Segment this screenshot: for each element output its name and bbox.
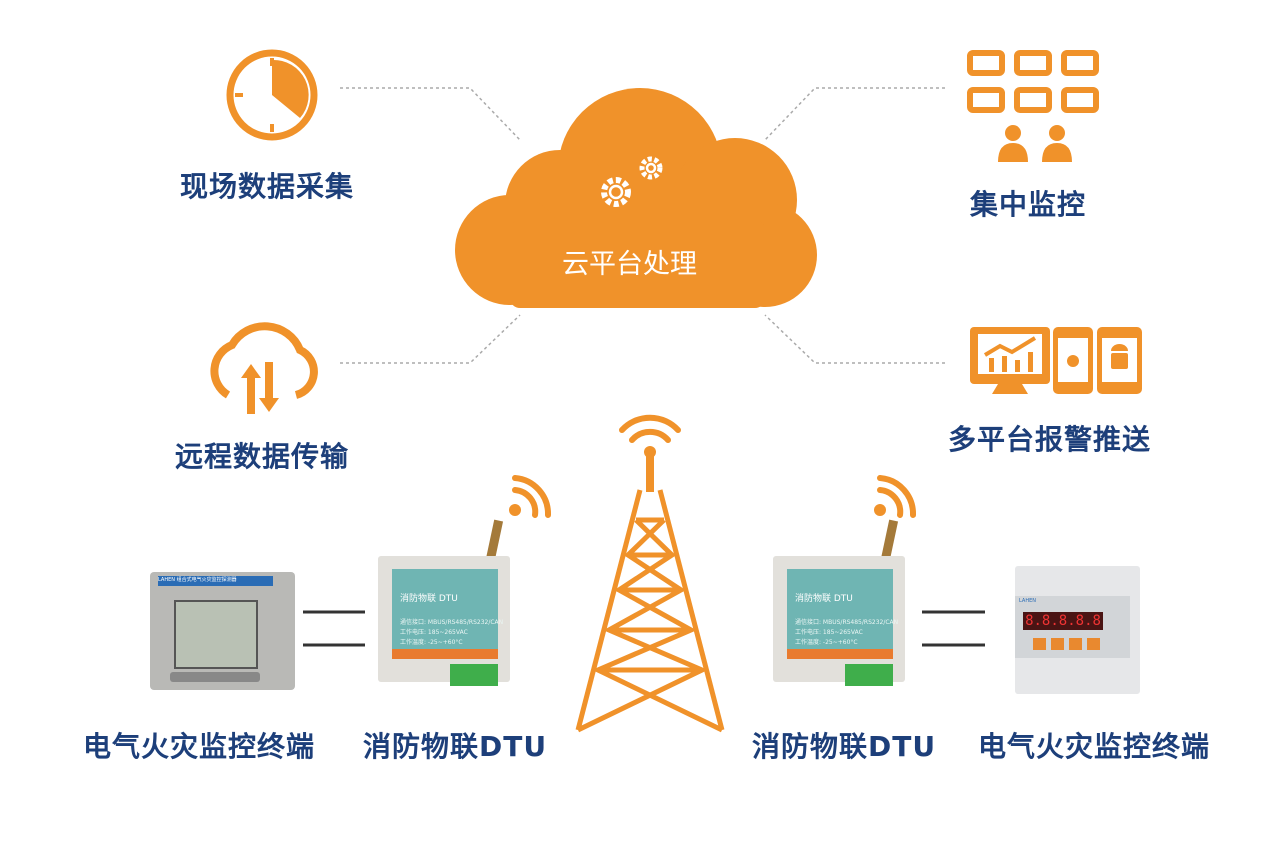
cloud-transfer-icon [210, 322, 318, 414]
terminal-panel: LAHEN 8.8.8.8.8 [1015, 596, 1130, 658]
feature-label-remote-transfer: 远程数据传输 [175, 440, 350, 473]
right-dtu-device: 消防物联 DTU 通信接口: MBUS/RS485/RS232/CAN 工作电压… [773, 556, 905, 686]
terminal-buttons[interactable] [170, 672, 260, 682]
terminal-block [450, 664, 498, 686]
wifi-signal-icon [619, 414, 681, 443]
multi-device-icon [970, 327, 1142, 394]
dtu-face: 消防物联 DTU 通信接口: MBUS/RS485/RS232/CAN 工作电压… [392, 569, 503, 659]
dtu-antenna-left [485, 475, 552, 561]
clock-icon [226, 49, 318, 141]
device-label-left-dtu: 消防物联DTU [363, 730, 548, 763]
device-label-right-terminal: 电气火灾监控终端 [978, 730, 1211, 763]
left-fire-monitor-terminal: LAHEN 组合式电气火灾监控探测器 [150, 572, 295, 690]
right-fire-monitor-terminal: LAHEN 8.8.8.8.8 [1015, 566, 1140, 694]
feature-label-alarm-push: 多平台报警推送 [948, 423, 1152, 456]
feature-label-data-collection: 现场数据采集 [180, 170, 355, 203]
device-label-left-terminal: 电气火灾监控终端 [83, 730, 316, 763]
monitoring-grid-icon [967, 50, 1099, 113]
feature-label-central-monitoring: 集中监控 [970, 188, 1087, 221]
left-dtu-device: 消防物联 DTU 通信接口: MBUS/RS485/RS232/CAN 工作电压… [378, 556, 510, 686]
dtu-face: 消防物联 DTU 通信接口: MBUS/RS485/RS232/CAN 工作电压… [787, 569, 898, 659]
terminal-block [845, 664, 893, 686]
signal-tower [575, 414, 725, 733]
led-display: 8.8.8.8.8 [1023, 612, 1103, 630]
cloud-platform-label: 云平台处理 [562, 249, 697, 280]
terminal-buttons[interactable] [1033, 638, 1103, 650]
users-icon [998, 125, 1072, 162]
connector-lines [340, 87, 945, 364]
terminal-screen [174, 600, 258, 669]
device-links [303, 610, 985, 647]
gears-icon [601, 156, 663, 207]
device-label-right-dtu: 消防物联DTU [752, 730, 937, 763]
terminal-header: LAHEN 组合式电气火灾监控探测器 [158, 576, 273, 586]
dtu-antenna-right [874, 475, 917, 561]
